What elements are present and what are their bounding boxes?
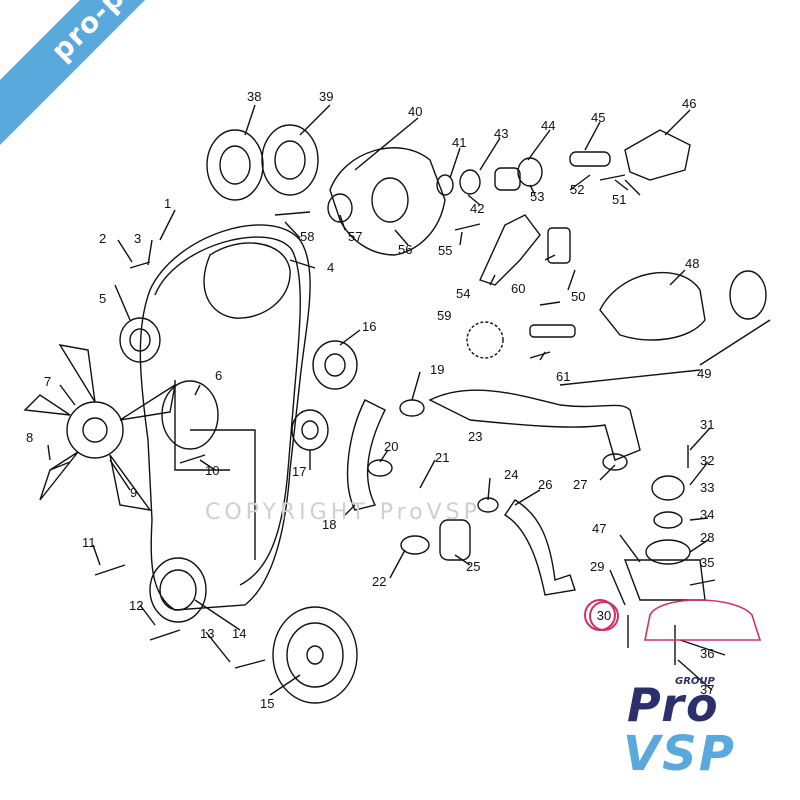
callout-47: 47	[592, 521, 607, 536]
hose-26	[504, 499, 576, 596]
logo-vsp-text: VSP	[623, 726, 736, 782]
callout-43: 43	[494, 126, 509, 141]
callout-39: 39	[319, 89, 334, 104]
callout-13: 13	[200, 626, 215, 641]
belt	[154, 236, 301, 586]
timing-cover	[139, 224, 311, 611]
logo-pro-text: Pro	[627, 678, 720, 732]
callout-56: 56	[398, 242, 413, 257]
hose-25	[439, 519, 471, 561]
callout-17: 17	[292, 464, 307, 479]
callout-49: 49	[697, 366, 712, 381]
callout-61: 61	[556, 369, 571, 384]
callout-3: 3	[134, 231, 142, 246]
callout-33: 33	[700, 480, 715, 495]
gear-59	[466, 321, 504, 359]
callout-23: 23	[468, 429, 483, 444]
callout-6: 6	[215, 368, 223, 383]
callout-24: 24	[504, 467, 519, 482]
flange-39	[261, 124, 319, 196]
callout-41: 41	[452, 135, 467, 150]
callout-48: 48	[685, 256, 700, 271]
callout-54: 54	[456, 286, 471, 301]
callout-45: 45	[591, 110, 606, 125]
callout-57: 57	[348, 229, 363, 244]
hose-23	[428, 389, 641, 461]
flange-38	[206, 129, 264, 201]
callout-44: 44	[541, 118, 556, 133]
callout-11: 11	[82, 535, 96, 550]
callout-50: 50	[571, 289, 586, 304]
copyright-watermark: COPYRIGHT ProVSP	[205, 500, 481, 525]
callout-32: 32	[700, 453, 715, 468]
callout-28: 28	[700, 530, 715, 545]
callout-18: 18	[322, 517, 337, 532]
provsp-logo[interactable]: GROUP Pro VSP	[615, 670, 785, 785]
callout-51: 51	[612, 192, 627, 207]
bracket-40	[329, 147, 446, 256]
fan	[23, 344, 176, 511]
callout-53: 53	[530, 189, 545, 204]
callout-26: 26	[538, 477, 553, 492]
idler-14	[149, 557, 207, 623]
pulley-15	[272, 606, 358, 704]
pipe-54	[479, 214, 541, 286]
callout-34: 34	[700, 507, 715, 522]
callout-10: 10	[205, 463, 220, 478]
callout-25: 25	[466, 559, 481, 574]
callout-9: 9	[130, 485, 138, 500]
logo-group-text: GROUP	[675, 676, 715, 687]
callout-21: 21	[435, 450, 450, 465]
callout-37: 37	[700, 682, 715, 697]
hose-18	[346, 399, 386, 511]
pump-48	[599, 271, 706, 341]
roller-16	[312, 340, 358, 390]
bracket-46	[624, 129, 691, 181]
callout-52: 52	[570, 182, 585, 197]
callout-59: 59	[437, 308, 452, 323]
housing-47	[623, 559, 706, 601]
callout-35: 35	[700, 555, 715, 570]
callout-22: 22	[372, 574, 387, 589]
callout-27: 27	[573, 477, 588, 492]
callout-19: 19	[430, 362, 445, 377]
callout-20: 20	[384, 439, 399, 454]
callout-60: 60	[511, 281, 526, 296]
callout-14: 14	[232, 626, 247, 641]
pulley-5	[119, 317, 161, 363]
callout-12: 12	[129, 598, 144, 613]
callout-38: 38	[247, 89, 262, 104]
callout-15: 15	[260, 696, 275, 711]
callout-42: 42	[470, 201, 485, 216]
callout-16: 16	[362, 319, 377, 334]
callout-46: 46	[682, 96, 697, 111]
callout-8: 8	[26, 430, 34, 445]
callout-40: 40	[408, 104, 423, 119]
callout-31: 31	[700, 417, 715, 432]
callout-1: 1	[164, 196, 172, 211]
callout-36: 36	[700, 646, 715, 661]
callout-58: 58	[300, 229, 315, 244]
roller-17	[291, 409, 329, 451]
callout-30-highlighted[interactable]: 30	[589, 601, 619, 631]
callout-29: 29	[590, 559, 605, 574]
callout-2: 2	[99, 231, 107, 246]
callout-55: 55	[438, 243, 453, 258]
callout-5: 5	[99, 291, 107, 306]
callout-4: 4	[327, 260, 335, 275]
callout-7: 7	[44, 374, 52, 389]
housing-6	[161, 380, 219, 450]
